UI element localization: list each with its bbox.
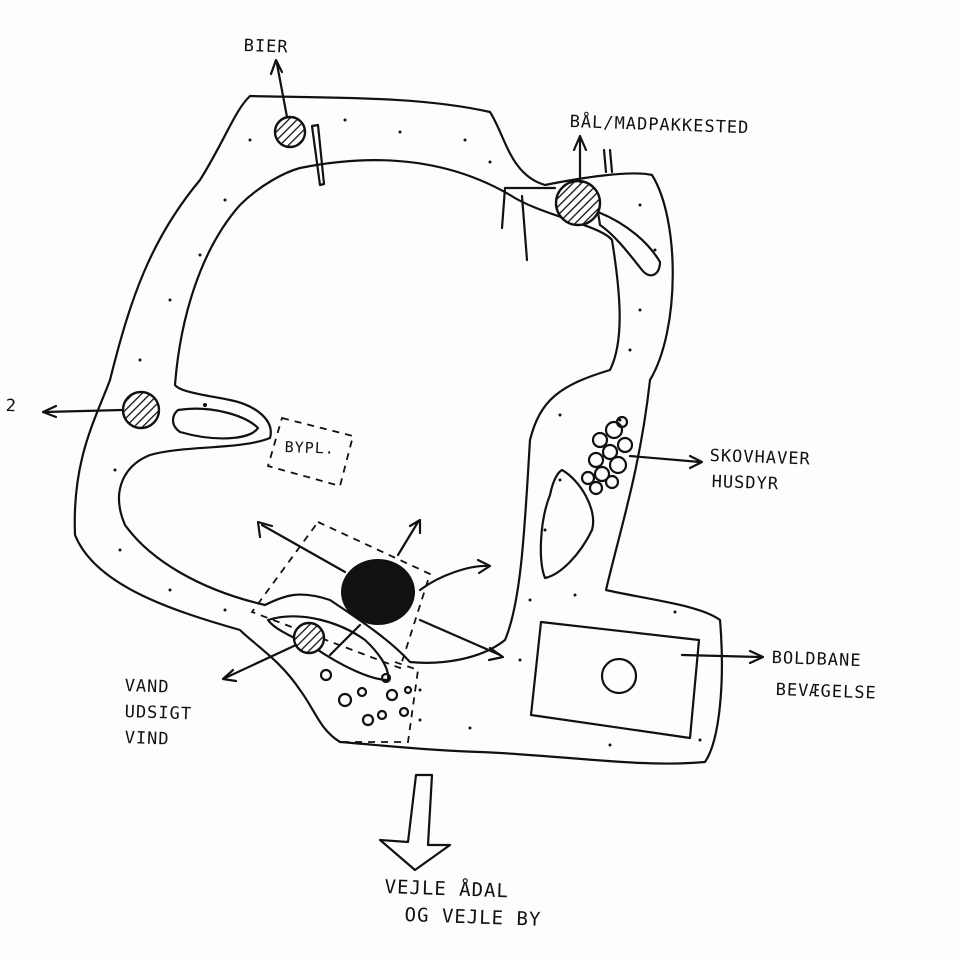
path-dots (113, 118, 702, 747)
skov-arrow (628, 454, 702, 464)
outer-boundary (73, 94, 723, 765)
bier-marker (273, 115, 307, 149)
hub-arrowhead-e (476, 558, 492, 575)
tongue-right (596, 210, 662, 277)
hub-to-vand (328, 623, 362, 657)
boldbane-center-circle (600, 657, 638, 695)
inner-boundary (117, 159, 621, 664)
label-vejle-aadal: VEJLE ÅDAL (384, 876, 510, 903)
hub-arrowhead-ne (408, 518, 422, 535)
hub-dashed-square (250, 520, 432, 670)
label-vand: VAND (124, 676, 170, 698)
label-udsigt: UDSIGT (124, 702, 193, 725)
baal-tick-2 (608, 148, 614, 174)
hub-arrow-ne (396, 520, 420, 557)
west-arrow (43, 408, 124, 414)
water-features (319, 668, 413, 727)
west-marker (121, 390, 161, 430)
south-arrow (378, 773, 452, 872)
baal-marker (554, 179, 602, 227)
bold-arrowhead (748, 649, 765, 665)
hub-arrowhead-se (487, 646, 505, 662)
hub-arrow-nw (260, 523, 347, 574)
vand-arrowhead (221, 668, 238, 683)
baal-arrowhead (572, 134, 588, 152)
label-vind: VIND (124, 728, 170, 750)
west-arrowhead (41, 404, 58, 419)
label-husdyr: HUSDYR (711, 472, 780, 495)
label-skovhaver: SKOVHAVER (709, 446, 812, 470)
vand-arrow (223, 643, 298, 680)
bier-post (310, 123, 326, 187)
baal-path-lines (500, 186, 557, 262)
inner-tongue (171, 407, 260, 440)
bier-arrow (275, 62, 289, 119)
bier-arrowhead (269, 58, 284, 76)
vand-marker (292, 621, 326, 655)
label-bier: BIER (243, 36, 289, 58)
skovhaver-cluster (580, 415, 634, 496)
hub-arrow-e (418, 564, 490, 592)
label-vejle-by: OG VEJLE BY (404, 904, 542, 931)
bold-arrow (680, 653, 762, 659)
label-two: 2 (5, 396, 18, 417)
boldbane-field (529, 620, 701, 740)
label-boldbane: BOLDBANE (771, 648, 862, 672)
hub-black-circle (341, 559, 415, 625)
baal-tick (602, 148, 608, 174)
skov-arrowhead (688, 454, 704, 470)
tongue-skov (539, 468, 595, 580)
hub-arrow-se (418, 618, 502, 657)
label-bevaegelse: BEVÆGELSE (775, 680, 878, 704)
water-dashed-box (338, 661, 419, 743)
hub-arrowhead-nw (256, 520, 274, 539)
label-bypl: BYPL. (284, 438, 336, 458)
